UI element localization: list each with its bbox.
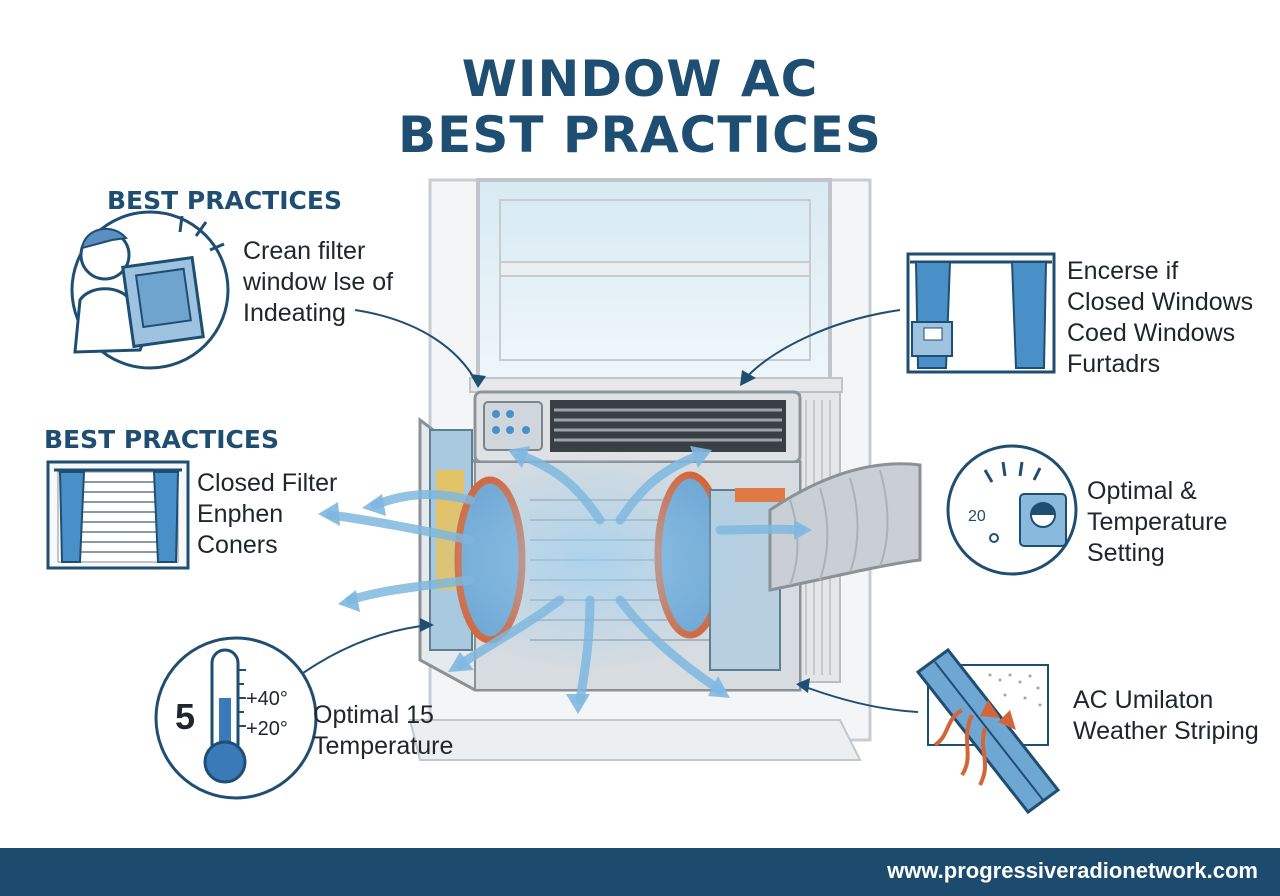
- right-bottom-line: AC Umilaton: [1073, 686, 1214, 714]
- right-top-label: Encerse if Closed Windows Coed Windows F…: [1067, 256, 1253, 380]
- callout-arrowheads: [420, 370, 810, 693]
- left-top-heading: BEST PRACTICES: [107, 186, 342, 215]
- right-mid-line: Setting: [1087, 539, 1165, 567]
- left-mid-line: Enphen: [197, 500, 284, 528]
- person-cleaning-filter-icon: [70, 210, 230, 370]
- right-top-line: Furtadrs: [1067, 350, 1161, 378]
- thermometer-scale-low: +20°: [246, 718, 288, 740]
- right-mid-label: Optimal & Temperature Setting: [1087, 476, 1227, 569]
- left-mid-heading: BEST PRACTICES: [44, 425, 279, 454]
- right-bottom-label: AC Umilaton Weather Striping: [1073, 685, 1259, 747]
- right-bottom-line: Weather Striping: [1073, 717, 1259, 745]
- page-title: WINDOW AC: [461, 50, 819, 108]
- thermometer-icon: [154, 636, 318, 800]
- dial-value: 20: [968, 508, 986, 525]
- weather-stripping-icon: [915, 647, 1061, 815]
- airflow-arrows: [325, 450, 805, 705]
- left-top-label: Crean filter window lse of Indeating: [243, 236, 393, 329]
- temperature-dial-icon: [946, 444, 1078, 576]
- left-bottom-line: Temperature: [313, 732, 454, 760]
- left-bottom-line: Optimal 15: [313, 701, 434, 729]
- footer-url[interactable]: www.progressiveradionetwork.com: [887, 858, 1258, 883]
- right-top-line: Coed Windows: [1067, 319, 1236, 347]
- left-mid-line: Coners: [197, 531, 278, 559]
- left-top-line: Indeating: [243, 299, 346, 327]
- closed-blinds-window-icon: [46, 460, 190, 570]
- curtain-window-icon: [906, 252, 1056, 374]
- right-mid-line: Optimal &: [1087, 477, 1197, 505]
- left-top-line: window lse of: [243, 268, 394, 296]
- left-mid-line: Closed Filter: [197, 469, 338, 497]
- airflow-arrowheads: [318, 446, 812, 714]
- right-top-line: Encerse if: [1067, 257, 1179, 285]
- page-subtitle: BEST PRACTICES: [398, 106, 882, 164]
- left-mid-label: Closed Filter Enphen Coners: [197, 468, 337, 561]
- left-bottom-label: Optimal 15 Temperature: [313, 700, 453, 762]
- right-mid-line: Temperature: [1087, 508, 1228, 536]
- left-top-line: Crean filter: [243, 237, 366, 265]
- thermometer-number: 5: [175, 696, 196, 737]
- right-top-line: Closed Windows: [1067, 288, 1254, 316]
- thermometer-scale-high: +40°: [246, 688, 288, 710]
- footer-bar: [0, 848, 1280, 896]
- illustration: [46, 178, 1078, 815]
